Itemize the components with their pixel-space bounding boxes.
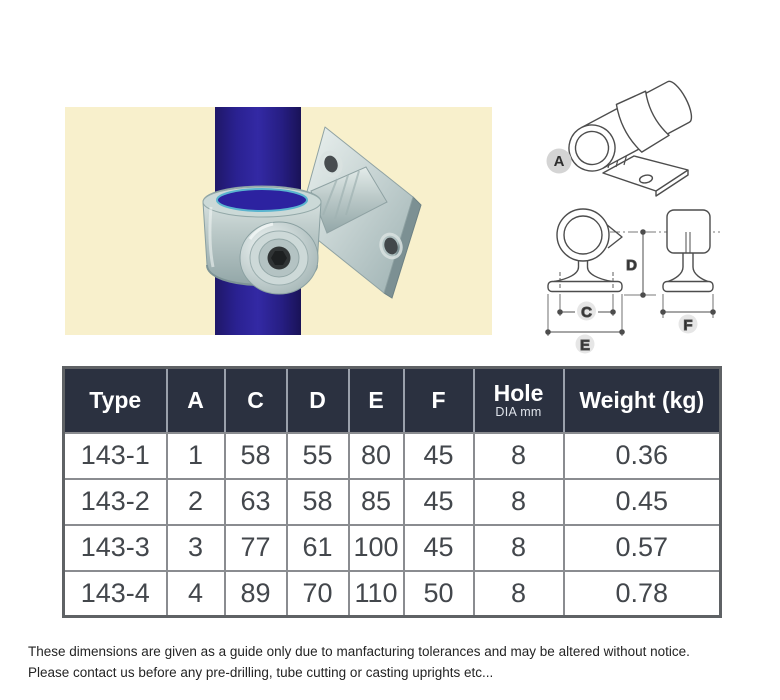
dim-label-d: D bbox=[626, 257, 637, 274]
table-cell: 80 bbox=[347, 431, 405, 480]
header-row: Type A C D E F Hole DIA mm Weight (kg) bbox=[63, 367, 721, 434]
table-cell: 1 bbox=[165, 431, 226, 480]
col-header-e: E bbox=[348, 367, 405, 434]
table-cell: 143-3 bbox=[62, 523, 168, 572]
bracket-arm bbox=[310, 166, 388, 234]
table-cell: 0.45 bbox=[562, 477, 722, 526]
technical-drawing: A C bbox=[530, 70, 778, 362]
plate-hole-top bbox=[324, 155, 338, 173]
table-cell: 45 bbox=[402, 477, 475, 526]
spec-table: Type A C D E F Hole DIA mm Weight (kg) 1… bbox=[62, 366, 722, 618]
table-cell: 2 bbox=[165, 477, 226, 526]
dim-label-c: C bbox=[581, 304, 592, 321]
col-header-weight: Weight (kg) bbox=[563, 367, 721, 434]
table-cell: 143-4 bbox=[62, 569, 168, 618]
table-cell: 58 bbox=[223, 431, 288, 480]
table-cell: 0.57 bbox=[562, 523, 722, 572]
table-cell: 77 bbox=[223, 523, 288, 572]
col-header-f: F bbox=[403, 367, 475, 434]
col-header-hole: Hole DIA mm bbox=[473, 367, 565, 434]
table-row: 143-1 1 58 55 80 45 8 0.36 bbox=[62, 431, 722, 480]
screw-boss bbox=[239, 221, 319, 295]
table-cell: 0.78 bbox=[562, 569, 722, 618]
table-cell: 110 bbox=[347, 569, 405, 618]
table-cell: 89 bbox=[223, 569, 288, 618]
product-photo bbox=[65, 107, 492, 335]
table-cell: 55 bbox=[285, 431, 350, 480]
footer-line-1: These dimensions are given as a guide on… bbox=[28, 644, 690, 659]
table-cell: 8 bbox=[472, 431, 565, 480]
table-cell: 61 bbox=[285, 523, 350, 572]
col-header-hole-sub: DIA mm bbox=[495, 404, 542, 419]
product-photo-svg bbox=[65, 107, 492, 335]
table-cell: 85 bbox=[347, 477, 405, 526]
technical-drawing-svg: A C bbox=[545, 80, 720, 355]
col-header-d: D bbox=[286, 367, 350, 434]
col-header-type: Type bbox=[63, 367, 168, 434]
table-cell: 143-1 bbox=[62, 431, 168, 480]
dim-line-c: C bbox=[557, 294, 616, 322]
table-cell: 63 bbox=[223, 477, 288, 526]
table-cell: 58 bbox=[285, 477, 350, 526]
dim-label-e: E bbox=[580, 337, 590, 354]
footer-note: These dimensions are given as a guide on… bbox=[28, 641, 768, 683]
table-cell: 45 bbox=[402, 523, 475, 572]
col-header-c: C bbox=[224, 367, 288, 434]
dim-line-e: E bbox=[545, 294, 625, 355]
plate-hole-right bbox=[384, 237, 398, 255]
table-cell: 100 bbox=[347, 523, 405, 572]
footer-line-2: Please contact us before any pre-drillin… bbox=[28, 665, 494, 680]
table-cell: 8 bbox=[472, 523, 565, 572]
front-view bbox=[547, 208, 623, 293]
table-cell: 143-2 bbox=[62, 477, 168, 526]
side-view bbox=[662, 209, 714, 293]
table-cell: 8 bbox=[472, 477, 565, 526]
dim-line-d: D bbox=[610, 229, 720, 298]
table-row: 143-3 3 77 61 100 45 8 0.57 bbox=[62, 523, 722, 572]
table-cell: 4 bbox=[165, 569, 226, 618]
table-cell: 70 bbox=[285, 569, 350, 618]
dim-line-f: F bbox=[660, 294, 716, 335]
table-cell: 0.36 bbox=[562, 431, 722, 480]
col-header-a: A bbox=[166, 367, 226, 434]
table-cell: 50 bbox=[402, 569, 475, 618]
table-cell: 3 bbox=[165, 523, 226, 572]
iso-label-text: A bbox=[554, 153, 565, 170]
table-cell: 45 bbox=[402, 431, 475, 480]
view-label-a: A bbox=[546, 148, 572, 174]
isometric-view bbox=[568, 80, 693, 197]
table-row: 143-4 4 89 70 110 50 8 0.78 bbox=[62, 569, 722, 618]
table-row: 143-2 2 63 58 85 45 8 0.45 bbox=[62, 477, 722, 526]
dim-label-f: F bbox=[683, 317, 692, 334]
table-cell: 8 bbox=[472, 569, 565, 618]
